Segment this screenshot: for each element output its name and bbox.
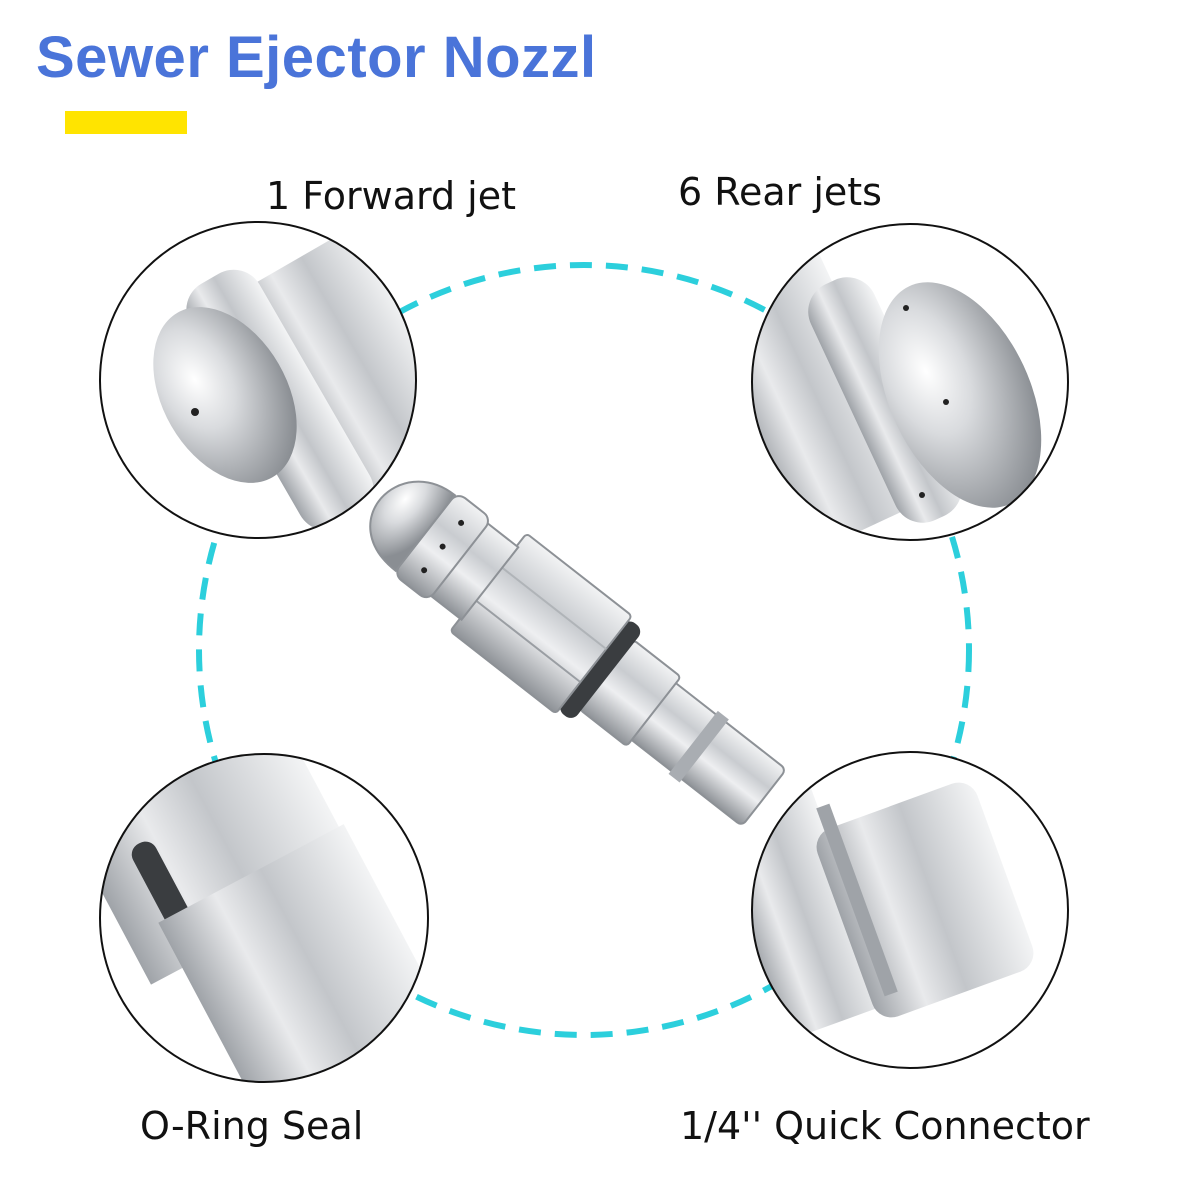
dashed-connector-ring (196, 262, 972, 1038)
page-title: Sewer Ejector Nozzl (36, 25, 597, 90)
title-accent-bar (65, 111, 187, 134)
forward-jet-label: 1 Forward jet (266, 174, 516, 218)
o-ring-seal-label: O-Ring Seal (140, 1104, 364, 1148)
o-ring-closeup-icon (99, 753, 429, 1083)
quick-connector-label: 1/4'' Quick Connector (680, 1104, 1090, 1148)
rear-jets-closeup-icon (751, 223, 1069, 541)
nozzle-product-image (369, 480, 785, 825)
quick-connector-closeup-icon (751, 751, 1069, 1069)
rear-jets-label: 6 Rear jets (678, 170, 882, 214)
forward-jet-closeup-icon (99, 221, 417, 539)
